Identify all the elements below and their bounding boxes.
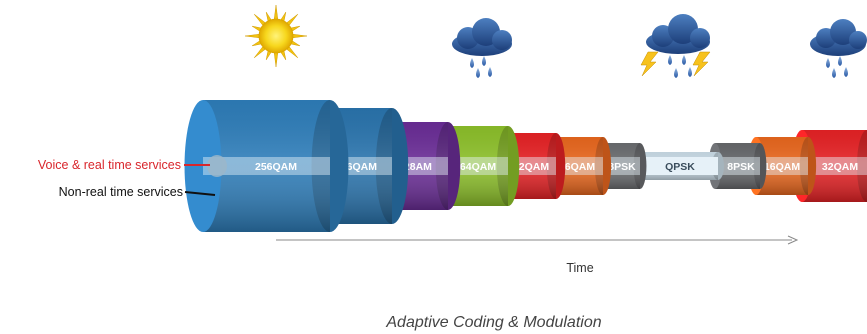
voice-services-label: Voice & real time services bbox=[38, 158, 181, 172]
modulation-pipe: 32QAM16QAM8PSKQPSK8PSK16QAM32QAM64QAM128… bbox=[184, 100, 867, 232]
segment-core-band bbox=[203, 157, 330, 175]
segment-core-band bbox=[715, 157, 760, 175]
non-real-time-leader-line bbox=[184, 191, 216, 196]
segment-label: 8PSK bbox=[608, 161, 636, 173]
sun-icon bbox=[244, 4, 308, 68]
segment-label: 64QAM bbox=[460, 161, 496, 173]
segment-label: QPSK bbox=[665, 161, 695, 173]
rain-cloud-icon bbox=[810, 19, 867, 78]
segment-label: 32QAM bbox=[513, 161, 549, 173]
rain-cloud-icon bbox=[452, 18, 512, 78]
segment-label: 32QAM bbox=[822, 161, 858, 173]
time-label: Time bbox=[566, 261, 593, 275]
sun-ray bbox=[273, 51, 279, 68]
segment-core-band bbox=[640, 157, 718, 175]
sun-ray bbox=[291, 33, 308, 39]
core-opening bbox=[207, 155, 227, 177]
diagram-caption: Adaptive Coding & Modulation bbox=[385, 314, 601, 331]
segment-core-band bbox=[802, 157, 867, 175]
non-real-time-services-label: Non-real time services bbox=[59, 185, 183, 199]
segment-label: 256QAM bbox=[255, 161, 297, 173]
segment-label: 16QAM bbox=[559, 161, 595, 173]
sun-ray bbox=[244, 33, 261, 39]
segment-label: 8PSK bbox=[727, 161, 755, 173]
pipe-segment: QPSK bbox=[634, 152, 724, 180]
time-axis-arrowhead bbox=[787, 235, 799, 245]
storm-cloud-icon bbox=[640, 14, 711, 78]
segment-label: 16QAM bbox=[764, 161, 800, 173]
segment-core-band bbox=[756, 157, 808, 175]
sun-ray bbox=[273, 4, 279, 21]
